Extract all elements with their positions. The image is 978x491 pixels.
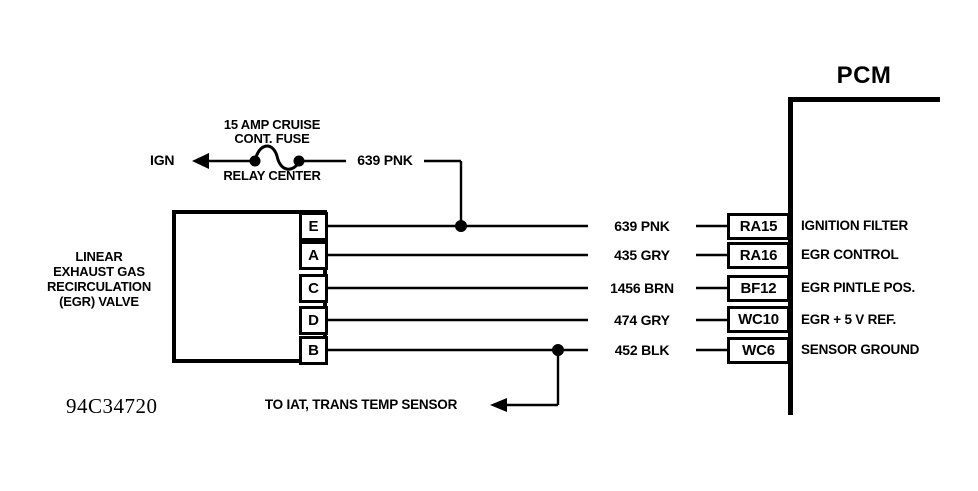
pcm-function-label: SENSOR GROUND	[801, 342, 920, 357]
fuse-wire-label: 639 PNK	[346, 152, 424, 168]
pin-box-d: D	[299, 306, 328, 335]
wire-label: 474 GRY	[588, 312, 696, 328]
diagram-stamp-number: 94C34720	[66, 394, 158, 418]
pcm-function-label: EGR PINTLE POS.	[801, 280, 916, 295]
pcm-title: PCM	[836, 62, 892, 89]
bottom-note: TO IAT, TRANS TEMP SENSOR	[264, 397, 458, 412]
arrow-left-icon	[490, 398, 507, 412]
pin-box-e: E	[299, 212, 328, 241]
wire-label: 435 GRY	[588, 247, 696, 263]
pin-box-c: C	[299, 274, 328, 303]
valve-label-line: LINEAR	[75, 249, 123, 264]
pcm-terminal-bf12: BF12	[727, 275, 790, 302]
pcm-boundary	[788, 97, 940, 415]
valve-label-line: EXHAUST GAS	[53, 264, 145, 279]
valve-label-line: RECIRCULATION	[46, 279, 152, 294]
arrow-left-icon	[192, 153, 209, 169]
ign-source-label: IGN	[150, 152, 175, 168]
pcm-function-label: IGNITION FILTER	[801, 218, 908, 233]
pcm-terminal-wc10: WC10	[727, 306, 790, 333]
wire-label: 452 BLK	[588, 342, 696, 358]
pcm-terminal-ra15: RA15	[727, 213, 790, 240]
pcm-terminal-ra16: RA16	[727, 242, 790, 269]
ground-branch	[490, 344, 564, 412]
relay-center-label: RELAY CENTER	[223, 168, 321, 183]
pcm-function-label: EGR + 5 V REF.	[801, 312, 897, 327]
fuse-label-line1: 15 AMP CRUISE	[223, 117, 321, 132]
pcm-function-label: EGR CONTROL	[801, 247, 899, 262]
wire-label: 639 PNK	[588, 218, 696, 234]
wire-label: 1456 BRN	[588, 280, 696, 296]
pin-box-a: A	[299, 241, 328, 270]
valve-label-line: (EGR) VALVE	[59, 294, 139, 309]
pin-box-b: B	[299, 336, 328, 365]
junction-dot	[455, 220, 467, 232]
fuse-label-line2: CONT. FUSE	[234, 131, 310, 146]
pcm-terminal-wc6: WC6	[727, 337, 790, 364]
